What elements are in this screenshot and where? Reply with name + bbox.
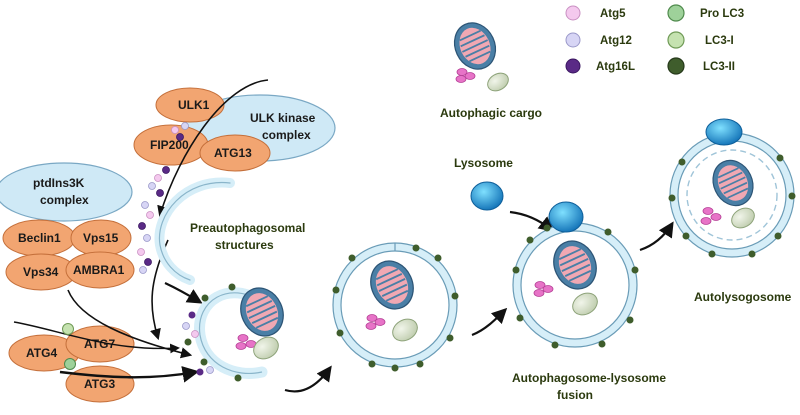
cargo-organelle-icon: [731, 207, 755, 229]
cargo-organelle-icon: [253, 336, 279, 360]
legend-label-lc3-ii: LC3-II: [703, 61, 735, 73]
legend-lc3-ii: LC3-II: [667, 57, 735, 75]
ulk-complex-title-line2: complex: [262, 128, 311, 142]
lc3-ii-dots: [332, 244, 459, 372]
protein-aggregate-icon: [700, 207, 722, 225]
autophagosome: [332, 242, 459, 372]
label-preautophagosomal-line2: structures: [215, 238, 274, 252]
inner-membrane-dashed: [686, 149, 778, 241]
legend-label-atg5: Atg5: [600, 8, 626, 20]
arrow-to-autophagosome: [284, 365, 332, 393]
lc3-ii-dots: [512, 224, 639, 349]
node-atg13: [199, 134, 271, 172]
protein-aggregate-icon: [455, 68, 476, 83]
protein-aggregate-icon: [365, 314, 386, 330]
node-ulk1-label: ULK1: [178, 98, 210, 112]
label-lysosome: Lysosome: [454, 156, 513, 170]
lc3-i-dot-icon: [667, 31, 685, 49]
isolation-membrane-outline: [158, 181, 231, 281]
conjugation-complex: ATG4 ATG7 ATG3: [8, 325, 135, 403]
phagophore-membrane-outline: [198, 292, 263, 374]
node-atg13-label: ATG13: [214, 146, 252, 160]
legend-label-atg12: Atg12: [600, 35, 632, 47]
legend-label-pro-lc3: Pro LC3: [700, 8, 744, 20]
cargo-organelle-icon: [487, 72, 509, 92]
legend-pro-lc3: Pro LC3: [667, 4, 744, 22]
lc3-ii-dots: [668, 154, 796, 258]
legend-label-atg16l: Atg16L: [596, 61, 635, 73]
lc3-i-dot-icon: [64, 358, 76, 370]
pro-lc3-dot-icon: [667, 4, 685, 22]
atg-conjugate-dots: [137, 122, 189, 274]
node-vps34-label: Vps34: [23, 265, 59, 279]
arrow-atg3-lipidation: [59, 366, 200, 383]
node-atg7: [65, 325, 135, 363]
legend-atg5: Atg5: [565, 5, 626, 21]
docked-lysosome-icon: [548, 201, 584, 233]
label-fusion-line1: Autophagosome-lysosome: [512, 371, 666, 385]
arrow-conj-lc3: [13, 321, 180, 354]
recruitment-arrows: [13, 79, 269, 383]
pi3k-complex-bubble: [0, 162, 133, 222]
node-fip200-label: FIP200: [150, 138, 189, 152]
fused-lysosome-icon: [705, 118, 743, 146]
label-autolysosome: Autolysogosome: [694, 290, 792, 304]
autolysosome: Autolysogosome: [668, 118, 796, 304]
mitochondrion-icon: [446, 15, 504, 77]
arrow-to-phagophore-cup: [164, 282, 203, 304]
pro-lc3-dot-icon: [62, 323, 74, 335]
label-preautophagosomal-line1: Preautophagosomal: [190, 221, 305, 235]
arrow-to-autolysosome: [639, 221, 674, 252]
autophagic-cargo: Autophagic cargo: [440, 15, 542, 120]
lysosome: Lysosome: [454, 156, 555, 232]
atg5-dot-icon: [565, 5, 581, 21]
lc3-ii-dot-icon: [667, 57, 685, 75]
atg12-dot-icon: [565, 32, 581, 48]
protein-aggregate-icon: [533, 281, 554, 297]
node-vps15-label: Vps15: [83, 231, 119, 245]
node-atg4-label: ATG4: [26, 346, 57, 360]
protein-aggregate-icon: [235, 334, 257, 350]
node-ulk1: [155, 87, 225, 123]
legend-lc3-i: LC3-I: [667, 31, 734, 49]
node-atg3-label: ATG3: [84, 377, 115, 391]
fusion-vesicle: Autophagosome-lysosome fusion: [512, 201, 666, 402]
lysosome-icon: [470, 181, 504, 211]
pi3k-complex-title-line2: complex: [40, 193, 89, 207]
arrow-to-fusion: [471, 307, 508, 337]
lc3-processing-dots: [62, 323, 76, 370]
phagophore-dots: [182, 283, 242, 382]
legend-atg16l: Atg16L: [565, 58, 635, 74]
legend-atg12: Atg12: [565, 32, 632, 48]
atg16l-dot-icon: [565, 58, 581, 74]
pi3k-complex-title-line1: ptdIns3K: [33, 176, 85, 190]
arrow-ulk-top: [157, 79, 269, 218]
ulk-complex-title-line1: ULK kinase: [250, 111, 316, 125]
ulk-kinase-complex: ULK kinase complex ULK1 FIP200 ATG13: [133, 87, 336, 172]
arrow-pi3k-to-phagophore: [67, 289, 193, 359]
ptdins3k-complex: ptdIns3K complex Beclin1 Vps15 Vps34 AMB…: [0, 162, 135, 291]
cargo-organelle-icon: [572, 292, 598, 316]
node-beclin1-label: Beclin1: [18, 231, 61, 245]
label-autophagic-cargo: Autophagic cargo: [440, 106, 542, 120]
legend: Atg5 Atg12 Atg16L Pro LC3 LC3-I LC3-II: [565, 4, 744, 75]
node-ambra1-label: AMBRA1: [73, 263, 125, 277]
legend-label-lc3-i: LC3-I: [705, 35, 734, 47]
node-ambra1: [65, 251, 135, 289]
label-fusion-line2: fusion: [557, 388, 593, 402]
cargo-organelle-icon: [392, 318, 418, 342]
phagophore: [182, 280, 332, 393]
preautophagosomal-structures: Preautophagosomal structures: [137, 122, 305, 285]
